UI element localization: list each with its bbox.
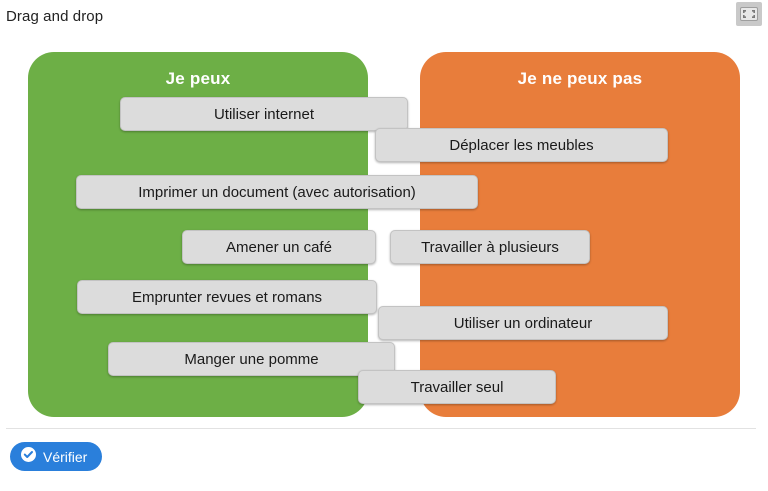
draggable-chip[interactable]: Emprunter revues et romans <box>77 280 377 314</box>
draggable-chip[interactable]: Utiliser internet <box>120 97 408 131</box>
draggable-chip[interactable]: Travailler à plusieurs <box>390 230 590 264</box>
draggable-chip[interactable]: Utiliser un ordinateur <box>378 306 668 340</box>
draggable-chip[interactable]: Imprimer un document (avec autorisation) <box>76 175 478 209</box>
drag-and-drop-board: Je peux Je ne peux pas Utiliser internet… <box>0 40 768 425</box>
drop-zone-label: Je ne peux pas <box>517 69 643 88</box>
draggable-chip[interactable]: Manger une pomme <box>108 342 395 376</box>
check-circle-icon <box>21 446 36 467</box>
draggable-chip[interactable]: Amener un café <box>182 230 376 264</box>
draggable-chip[interactable]: Déplacer les meubles <box>375 128 668 162</box>
verify-button-label: Vérifier <box>43 448 88 465</box>
page-title: Drag and drop <box>6 8 104 25</box>
fullscreen-expand-icon <box>740 7 758 21</box>
draggable-chip[interactable]: Travailler seul <box>358 370 556 404</box>
fullscreen-button[interactable] <box>736 2 762 26</box>
footer-divider <box>6 428 756 429</box>
verify-button[interactable]: Vérifier <box>10 442 103 471</box>
drop-zone-label: Je peux <box>165 69 231 88</box>
